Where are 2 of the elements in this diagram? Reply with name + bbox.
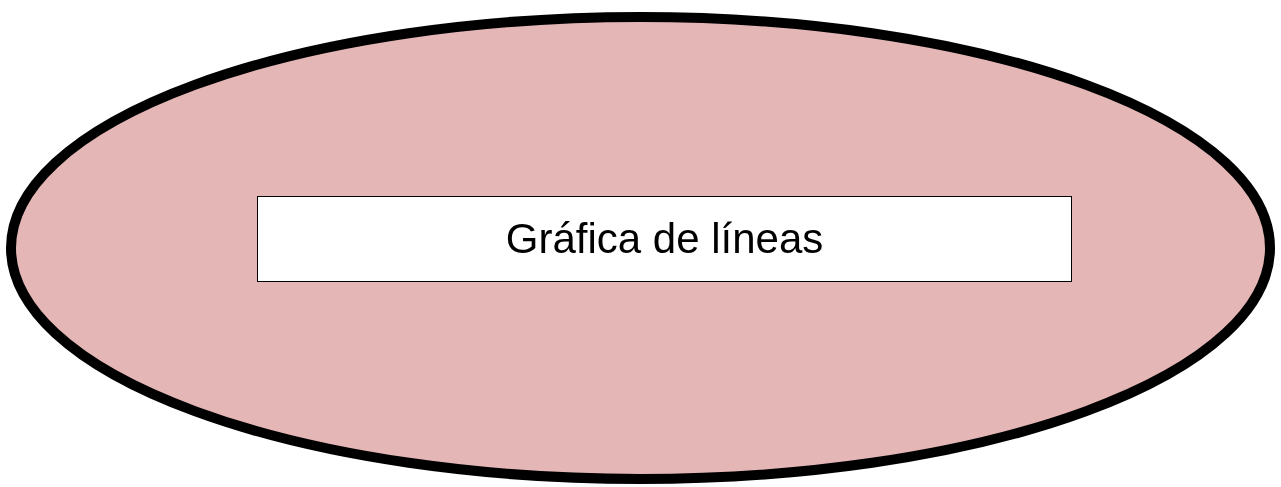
text-box: Gráfica de líneas bbox=[257, 196, 1072, 282]
oval-panel bbox=[6, 12, 1275, 484]
